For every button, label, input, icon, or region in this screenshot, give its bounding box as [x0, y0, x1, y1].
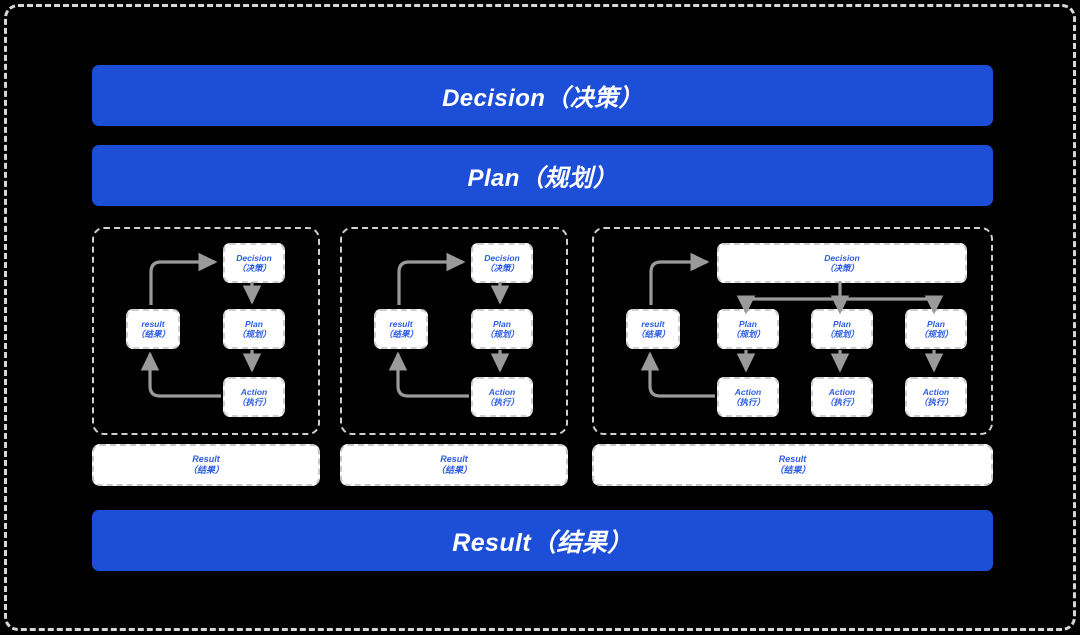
node-label-en: result	[389, 318, 413, 329]
node-plan-g3-3: Plan （规划）	[905, 309, 967, 349]
node-label-zh: （决策）	[236, 263, 271, 273]
node-label-zh: （执行）	[824, 397, 859, 407]
node-label-zh: （规划）	[484, 329, 519, 339]
group-container-2: Decision （决策） result （结果） Plan （规划） Acti…	[340, 227, 568, 435]
node-label-en: Action	[734, 386, 762, 397]
node-label-en: Action	[488, 386, 516, 397]
group-result-bar-2: Result （结果）	[340, 444, 568, 486]
node-label-en: Decision	[824, 252, 860, 263]
bar-decision: Decision（决策）	[92, 65, 993, 126]
node-plan-g3-2: Plan （规划）	[811, 309, 873, 349]
node-action-g3-1: Action （执行）	[717, 377, 779, 417]
node-label-zh: （规划）	[824, 329, 859, 339]
node-label-en: Plan	[245, 318, 263, 329]
node-label-en: Action	[240, 386, 268, 397]
node-label-zh: （规划）	[730, 329, 765, 339]
group-result-bar-3: Result （结果）	[592, 444, 993, 486]
node-label-en: Action	[922, 386, 950, 397]
node-action-g3-2: Action （执行）	[811, 377, 873, 417]
node-label-zh: （执行）	[730, 397, 765, 407]
node-label-zh: （结果）	[383, 329, 418, 339]
node-label-zh: （结果）	[635, 329, 670, 339]
node-action-g3-3: Action （执行）	[905, 377, 967, 417]
bar-result-label: Result（结果）	[452, 528, 633, 557]
node-label-en: Action	[828, 386, 856, 397]
node-label-zh: （决策）	[824, 263, 859, 273]
node-result-g2: result （结果）	[374, 309, 428, 349]
group-result-bar-1: Result （结果）	[92, 444, 320, 486]
node-label-zh: （规划）	[918, 329, 953, 339]
group-result-label-en: Result	[778, 454, 807, 464]
group-container-3: Decision （决策） result （结果） Plan （规划） Plan…	[592, 227, 993, 435]
group-result-label-zh: （结果）	[187, 465, 224, 475]
node-label-zh: （结果）	[135, 329, 170, 339]
node-decision-g1: Decision （决策）	[223, 243, 285, 283]
node-result-g3: result （结果）	[626, 309, 680, 349]
bar-result: Result（结果）	[92, 510, 993, 571]
bar-plan: Plan（规划）	[92, 145, 993, 206]
node-label-en: Decision	[236, 252, 272, 263]
node-plan-g3-1: Plan （规划）	[717, 309, 779, 349]
node-label-zh: （执行）	[484, 397, 519, 407]
node-action-g1: Action （执行）	[223, 377, 285, 417]
node-label-zh: （执行）	[918, 397, 953, 407]
node-label-en: Plan	[833, 318, 851, 329]
node-label-zh: （决策）	[484, 263, 519, 273]
node-label-en: result	[641, 318, 665, 329]
node-decision-g2: Decision （决策）	[471, 243, 533, 283]
bar-decision-label: Decision（决策）	[442, 85, 643, 112]
node-plan-g2: Plan （规划）	[471, 309, 533, 349]
group-result-label-zh: （结果）	[774, 465, 811, 475]
node-label-zh: （规划）	[236, 329, 271, 339]
node-result-g1: result （结果）	[126, 309, 180, 349]
node-label-en: Plan	[739, 318, 757, 329]
group-result-label-en: Result	[192, 454, 220, 464]
node-label-en: result	[141, 318, 165, 329]
bar-plan-label: Plan（规划）	[467, 165, 618, 192]
node-plan-g1: Plan （规划）	[223, 309, 285, 349]
node-label-en: Decision	[484, 252, 520, 263]
node-label-en: Plan	[927, 318, 945, 329]
group-result-label-zh: （结果）	[435, 465, 472, 475]
node-label-zh: （执行）	[236, 397, 271, 407]
group-container-1: Decision （决策） result （结果） Plan （规划） Acti…	[92, 227, 320, 435]
node-decision-g3: Decision （决策）	[717, 243, 967, 283]
node-label-en: Plan	[493, 318, 511, 329]
group-result-label-en: Result	[440, 454, 468, 464]
node-action-g2: Action （执行）	[471, 377, 533, 417]
